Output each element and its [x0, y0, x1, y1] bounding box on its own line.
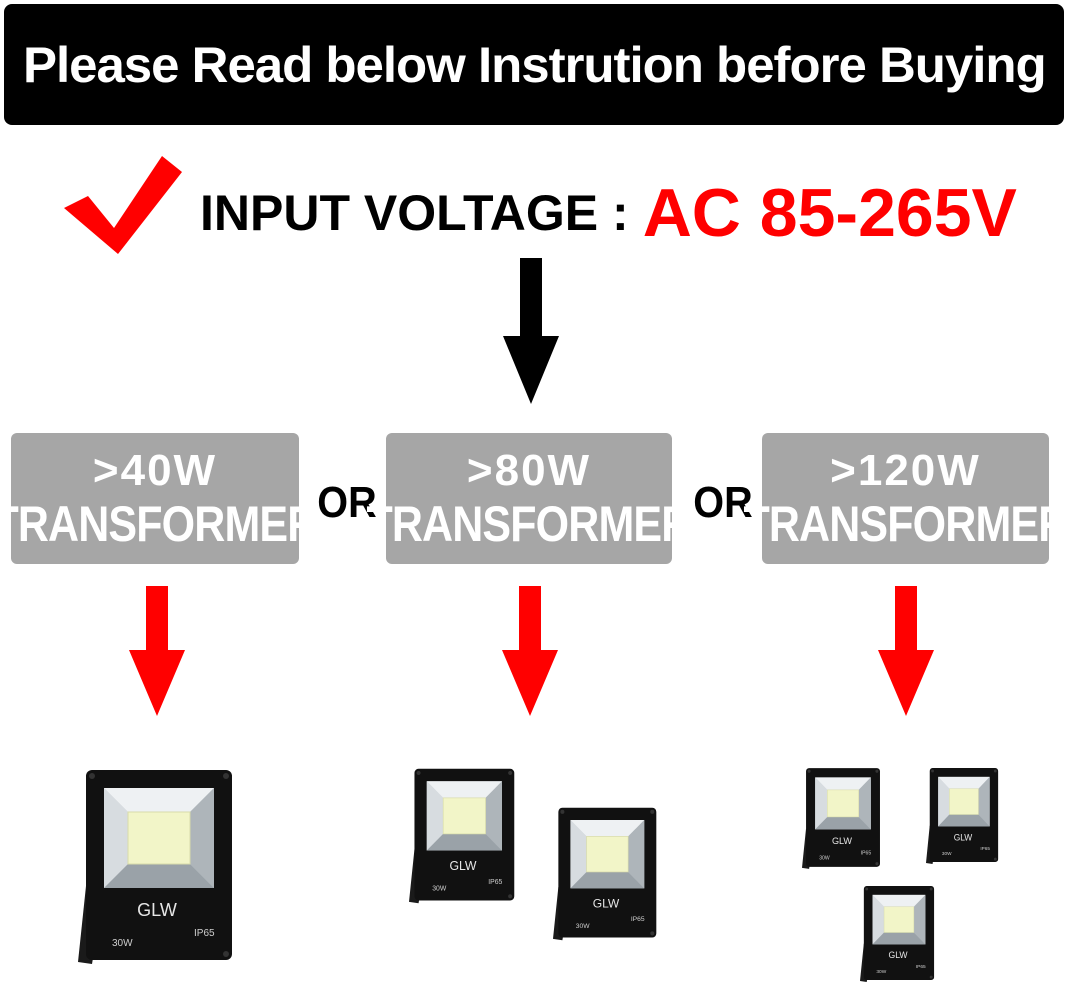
brand-label: GLW — [449, 859, 476, 873]
option-label: TRANSFORMER — [366, 495, 693, 552]
option-label: TRANSFORMER — [0, 495, 318, 552]
brand-label: GLW — [137, 900, 177, 920]
power-label: 30W — [432, 886, 447, 893]
brand-label: GLW — [593, 896, 620, 910]
floodlight-graphic: GLW 30W IP65 — [78, 770, 232, 964]
floodlight-image: GLW 30W IP65 — [926, 766, 1000, 866]
brand-label: GLW — [832, 836, 852, 846]
rating-label: IP65 — [861, 850, 872, 856]
option-watt: >120W — [830, 445, 981, 495]
floodlight-graphic: GLW 30W IP65 — [802, 768, 880, 869]
floodlight-image: GLW 30W IP65 — [860, 884, 936, 984]
rating-label: IP65 — [488, 879, 502, 886]
brand-label: GLW — [954, 832, 973, 842]
banner-title: Please Read below Instrution before Buyi… — [22, 36, 1047, 93]
floodlight-graphic: GLW 30W IP65 — [553, 807, 657, 941]
rating-label: IP65 — [980, 846, 990, 852]
down-arrow-icon — [878, 586, 934, 716]
rating-label: IP65 — [631, 916, 645, 923]
option-watt: >40W — [92, 445, 218, 495]
down-arrow-icon — [502, 586, 558, 716]
power-label: 30W — [942, 851, 952, 857]
option-watt: >80W — [466, 445, 592, 495]
floodlight-graphic: GLW 30W IP65 — [860, 885, 935, 983]
or-separator: OR — [693, 478, 753, 527]
rating-label: IP65 — [194, 928, 215, 939]
transformer-option-120w: >120W TRANSFORMER — [743, 433, 1068, 564]
floodlight-image: GLW 30W IP65 — [802, 766, 882, 871]
power-label: 30W — [576, 923, 590, 930]
input-voltage-row: INPUT VOLTAGE : AC 85-265V — [200, 168, 1017, 258]
power-label: 30W — [112, 938, 133, 949]
floodlight-graphic: GLW 30W IP65 — [926, 767, 999, 865]
power-label: 30W — [876, 969, 886, 975]
down-arrow-icon — [503, 258, 559, 404]
floodlight-image: GLW 30W IP65 — [78, 766, 236, 968]
checkmark-icon — [64, 156, 182, 254]
option-label: TRANSFORMER — [743, 495, 1068, 552]
instruction-banner: Please Read below Instrution before Buyi… — [4, 4, 1064, 125]
input-voltage-value: AC 85-265V — [642, 175, 1017, 251]
input-voltage-label: INPUT VOLTAGE : — [200, 185, 629, 241]
transformer-option-80w: >80W TRANSFORMER — [367, 433, 692, 564]
transformer-option-40w: >40W TRANSFORMER — [0, 433, 318, 564]
floodlight-image: GLW 30W IP65 — [409, 766, 517, 906]
floodlight-graphic: GLW 30W IP65 — [409, 768, 515, 904]
power-label: 30W — [819, 856, 830, 862]
or-separator: OR — [317, 478, 377, 527]
brand-label: GLW — [888, 950, 908, 960]
floodlight-image: GLW 30W IP65 — [553, 805, 659, 943]
down-arrow-icon — [129, 586, 185, 716]
rating-label: IP65 — [916, 964, 926, 970]
